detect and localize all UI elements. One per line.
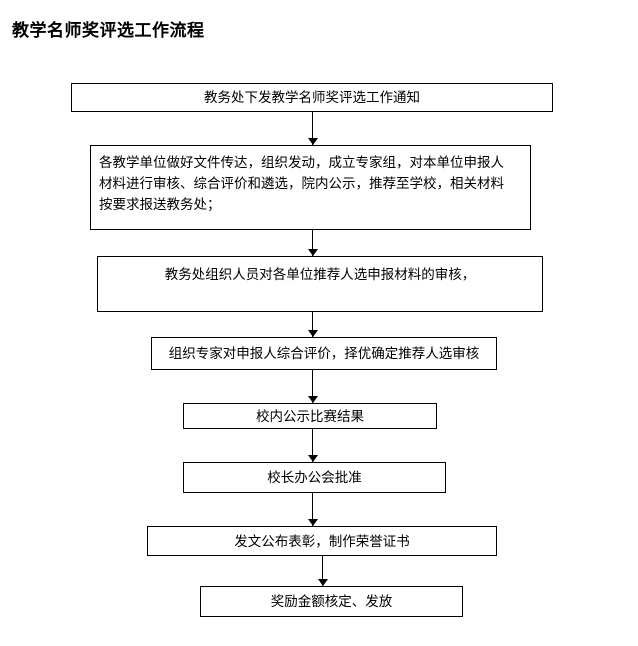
flow-node-label: 奖励金额核定、发放 [270, 594, 393, 609]
flow-node-bonus-payout: 奖励金额核定、发放 [200, 586, 463, 617]
flow-node-label: 组织专家对申报人综合评价，择优确定推荐人选审核 [168, 346, 480, 361]
flow-node-notice: 教务处下发教学名师奖评选工作通知 [71, 83, 553, 112]
flow-node-public-announcement: 校内公示比赛结果 [183, 403, 437, 429]
page-title: 教学名师奖评选工作流程 [12, 21, 205, 40]
flow-node-label: 各教学单位做好文件传达，组织发动，成立专家组，对本单位申报人 材料进行审核、综合… [99, 155, 504, 212]
flow-node-president-approval: 校长办公会批准 [183, 462, 446, 493]
flow-node-label: 教务处下发教学名师奖评选工作通知 [204, 90, 420, 105]
flow-node-unit-review: 各教学单位做好文件传达，组织发动，成立专家组，对本单位申报人 材料进行审核、综合… [90, 145, 531, 230]
flow-node-label: 教务处组织人员对各单位推荐人选申报材料的审核， [164, 267, 476, 282]
flow-node-label: 校内公示比赛结果 [256, 408, 364, 424]
flow-node-expert-evaluation: 组织专家对申报人综合评价，择优确定推荐人选审核 [151, 337, 497, 370]
flow-node-label: 发文公布表彰，制作荣誉证书 [234, 533, 410, 549]
flow-node-label: 校长办公会批准 [267, 470, 362, 485]
flow-node-office-material-review: 教务处组织人员对各单位推荐人选申报材料的审核， [97, 256, 543, 312]
flow-node-certificate-issue: 发文公布表彰，制作荣誉证书 [147, 526, 497, 556]
